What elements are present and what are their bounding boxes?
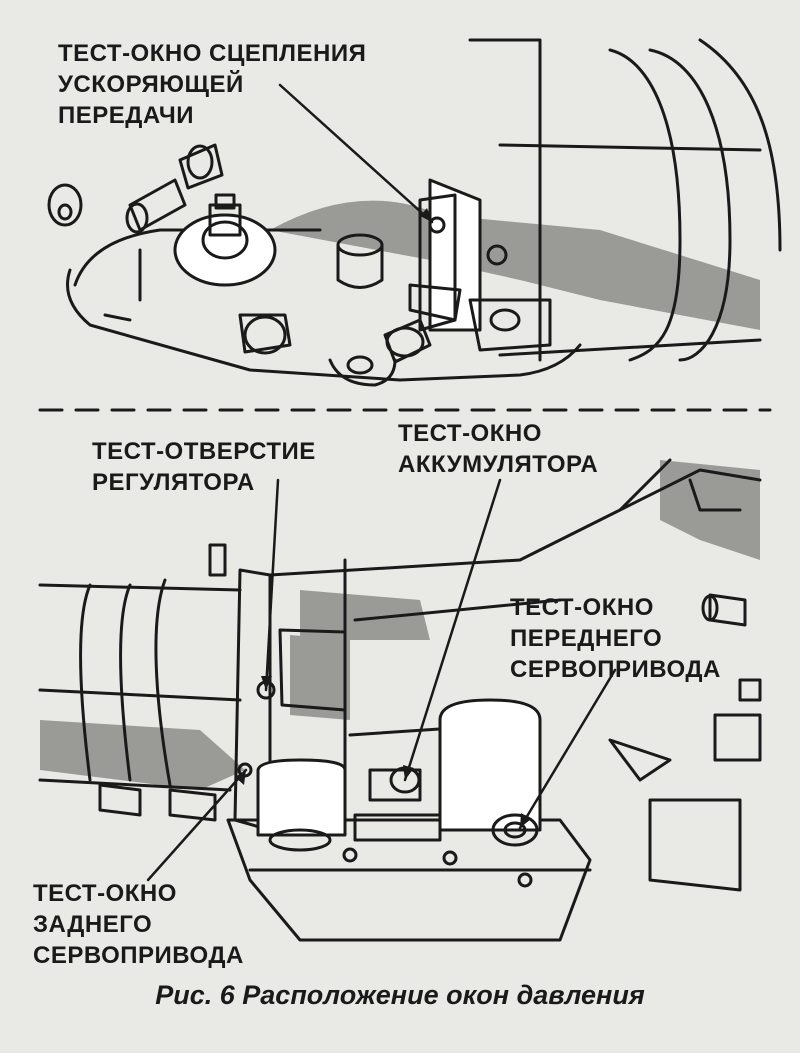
label-overdrive-clutch-port: ТЕСТ-ОКНО СЦЕПЛЕНИЯ УСКОРЯЮЩЕЙ ПЕРЕДАЧИ [58,38,366,131]
label-line: ПЕРЕДАЧИ [58,102,194,129]
top-transmission-drawing [47,38,782,387]
label-line: УСКОРЯЮЩЕЙ [58,71,244,98]
leader-front-servo [518,668,617,830]
label-line: СЕРВОПРИВОДА [510,656,721,683]
label-line: АККУМУЛЯТОРА [398,451,599,478]
label-line: СЕРВОПРИВОДА [33,942,244,969]
label-line: ТЕСТ-ОКНО СЦЕПЛЕНИЯ [58,40,367,67]
leader-rear-servo [146,768,248,882]
label-line: ТЕСТ-ОКНО [33,880,177,907]
label-line: ТЕСТ-ОКНО [510,594,654,621]
leader-overdrive-clutch [278,83,434,224]
label-rear-servo-port: ТЕСТ-ОКНО ЗАДНЕГО СЕРВОПРИВОДА [33,878,244,971]
figure-caption: Рис. 6 Расположение окон давления [155,980,645,1010]
label-line: ТЕСТ-ОТВЕРСТИЕ [92,438,316,465]
label-front-servo-port: ТЕСТ-ОКНО ПЕРЕДНЕГО СЕРВОПРИВОДА [510,592,721,685]
leader-governor [264,478,280,692]
label-line: ТЕСТ-ОКНО [398,420,542,447]
label-line: ПЕРЕДНЕГО [510,625,663,652]
label-line: ЗАДНЕГО [33,911,153,938]
bottom-transmission-drawing [38,458,762,942]
label-accumulator-port: ТЕСТ-ОКНО АККУМУЛЯТОРА [398,418,598,480]
label-governor-port: ТЕСТ-ОТВЕРСТИЕ РЕГУЛЯТОРА [92,436,316,498]
label-line: РЕГУЛЯТОРА [92,469,255,496]
leader-accumulator [403,478,502,782]
leader-lines [146,83,617,882]
